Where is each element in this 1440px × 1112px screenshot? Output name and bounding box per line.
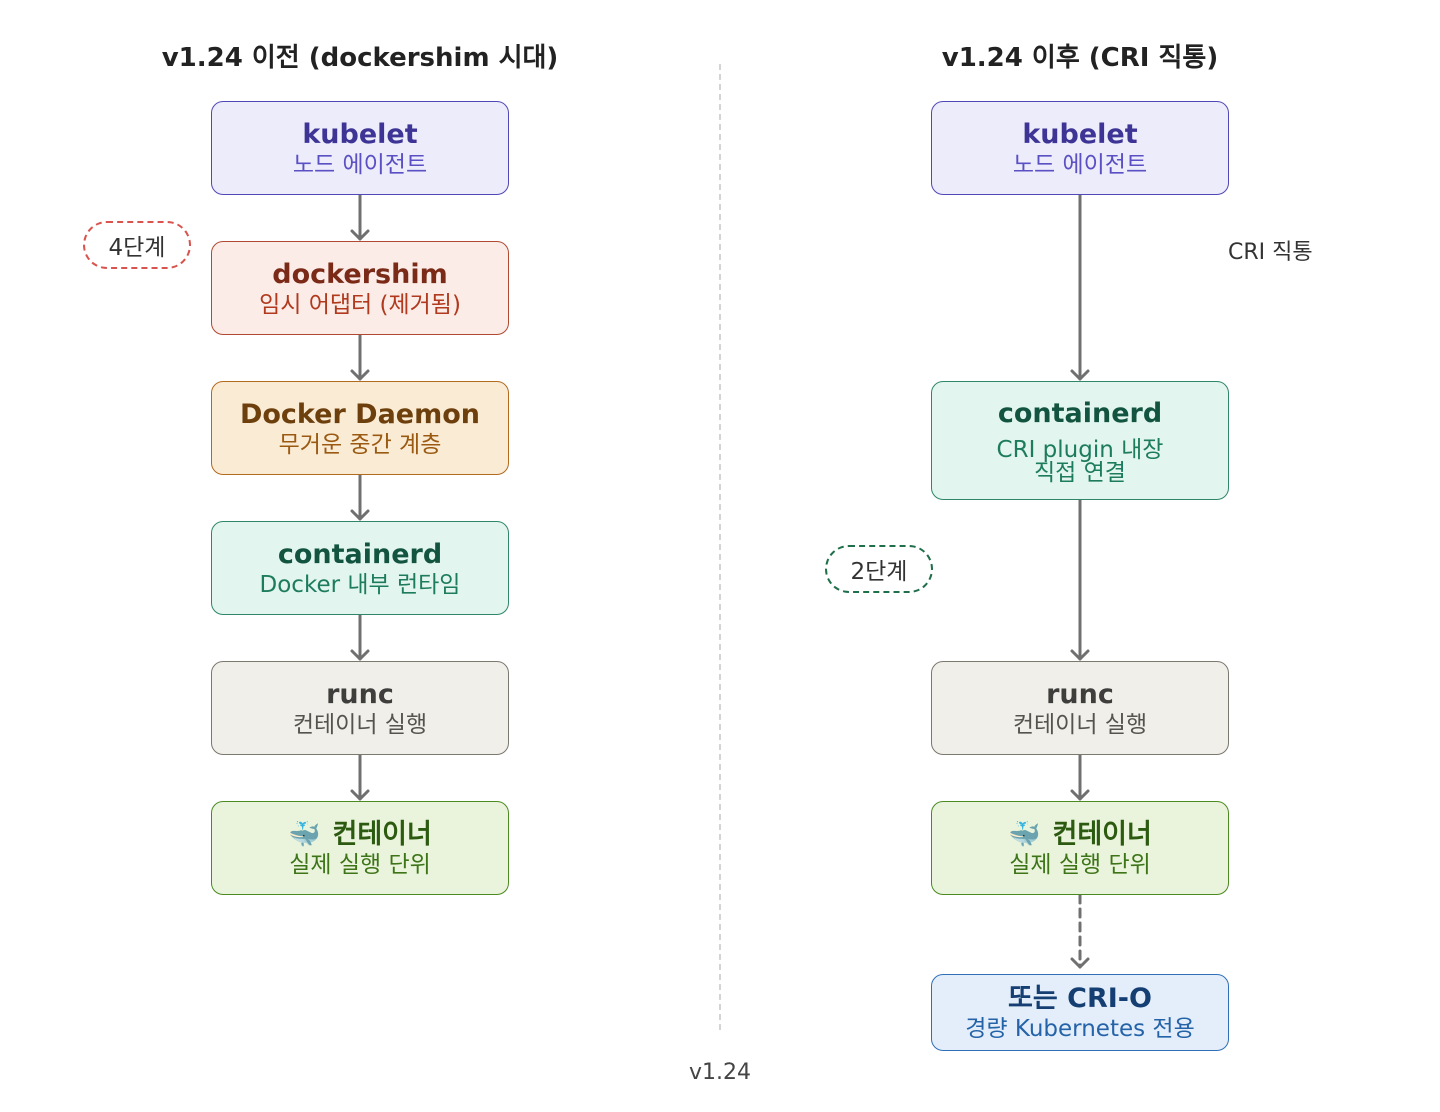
docker-daemon-subtitle: 무거운 중간 계층 (278, 431, 442, 458)
right-kubelet-subtitle: 노드 에이전트 (1012, 151, 1148, 178)
left-containerd-node: containerd Docker 내부 런타임 (211, 521, 509, 615)
docker-daemon-title: Docker Daemon (239, 398, 481, 430)
left-runc-node: runc 컨테이너 실행 (211, 661, 509, 755)
right-step-count-badge: 2단계 (825, 545, 933, 593)
crio-title: 또는 CRI-O (1008, 983, 1152, 1014)
right-runc-subtitle: 컨테이너 실행 (1012, 711, 1148, 738)
version-footer: v1.24 (688, 1060, 751, 1085)
left-container-subtitle: 실제 실행 단위 (289, 851, 431, 878)
left-runc-title: runc (326, 678, 394, 710)
left-column-title: v1.24 이전 (dockershim 시대) (161, 43, 559, 73)
column-divider (719, 64, 721, 1030)
left-containerd-subtitle: Docker 내부 런타임 (259, 571, 461, 598)
right-containerd-node: containerd CRI plugin 내장 직접 연결 (931, 381, 1229, 500)
dockershim-subtitle: 임시 어댑터 (제거됨) (259, 291, 461, 318)
left-runc-subtitle: 컨테이너 실행 (292, 711, 428, 738)
dockershim-title: dockershim (272, 258, 448, 290)
right-container-node: 🐳 컨테이너 실제 실행 단위 (931, 801, 1229, 895)
right-kubelet-title: kubelet (1022, 118, 1138, 150)
left-kubelet-subtitle: 노드 에이전트 (292, 151, 428, 178)
left-kubelet-node: kubelet 노드 에이전트 (211, 101, 509, 195)
right-container-title-row: 🐳 컨테이너 (1008, 818, 1152, 852)
left-container-node: 🐳 컨테이너 실제 실행 단위 (211, 801, 509, 895)
whale-icon: 🐳 (1008, 819, 1041, 850)
right-containerd-subtitle-line1: CRI plugin 내장 (996, 436, 1164, 463)
left-kubelet-title: kubelet (302, 118, 418, 150)
crio-subtitle: 경량 Kubernetes 전용 (965, 1016, 1195, 1042)
docker-daemon-node: Docker Daemon 무거운 중간 계층 (211, 381, 509, 475)
left-step-count-badge: 4단계 (83, 221, 191, 269)
right-containerd-subtitle-line2: 직접 연결 (1034, 459, 1126, 486)
right-container-subtitle: 실제 실행 단위 (1009, 851, 1151, 878)
right-containerd-title: containerd (997, 397, 1163, 429)
whale-icon: 🐳 (288, 819, 321, 850)
right-column-title: v1.24 이후 (CRI 직통) (941, 43, 1219, 73)
right-kubelet-node: kubelet 노드 에이전트 (931, 101, 1229, 195)
left-container-title: 컨테이너 (332, 818, 432, 850)
right-runc-node: runc 컨테이너 실행 (931, 661, 1229, 755)
right-container-title: 컨테이너 (1052, 818, 1152, 850)
left-container-title-row: 🐳 컨테이너 (288, 818, 432, 852)
right-runc-title: runc (1046, 678, 1114, 710)
left-containerd-title: containerd (277, 538, 443, 570)
dockershim-node: dockershim 임시 어댑터 (제거됨) (211, 241, 509, 335)
cri-direct-edge-label: CRI 직통 (1228, 240, 1313, 265)
crio-node: 또는 CRI-O 경량 Kubernetes 전용 (931, 974, 1229, 1051)
